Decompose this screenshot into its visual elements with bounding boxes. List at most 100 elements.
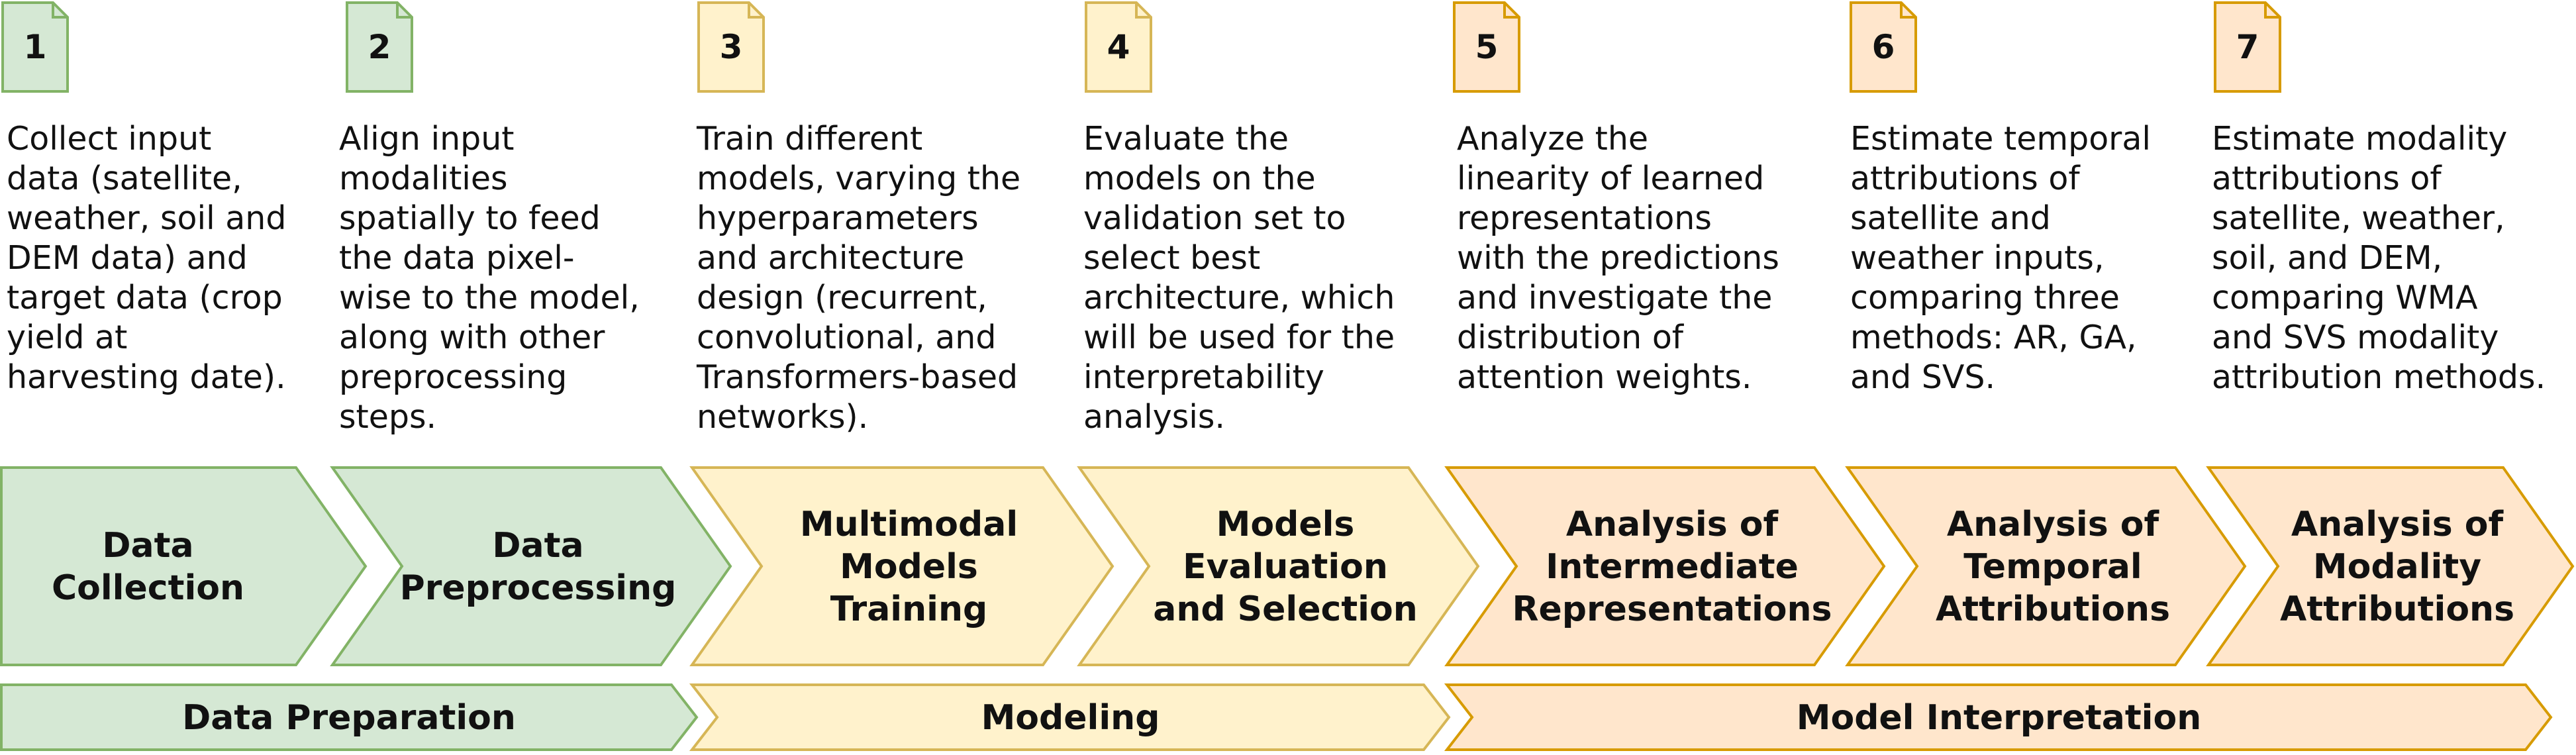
description-line: attribution methods. (2212, 358, 2546, 396)
description-line: Train different (697, 120, 923, 158)
chevron-title-line: Attributions (2280, 589, 2514, 629)
chevron-title-line: Multimodal (800, 505, 1018, 544)
chevron-title-line: Temporal (1963, 547, 2142, 587)
description-line: networks). (697, 398, 869, 436)
description-line: Align input (339, 120, 515, 158)
chevron-title-line: and Selection (1153, 589, 1418, 629)
description-line: representations (1457, 199, 1712, 237)
description-line: the data pixel- (339, 239, 575, 277)
description-line: models, varying the (697, 160, 1021, 197)
chevron-title-line: Attributions (1936, 589, 2170, 629)
step-tag-shape (2214, 1, 2281, 93)
step-tag-3: 3 (697, 1, 765, 93)
step-number: 2 (368, 28, 391, 66)
description-line: analysis. (1083, 398, 1225, 436)
description-line: and SVS. (1850, 358, 1996, 396)
description-line: Evaluate the (1083, 120, 1289, 158)
description-line: target data (crop (7, 279, 283, 317)
phase-band-interpretation: Model Interpretation (1444, 683, 2553, 751)
description-line: and architecture (697, 239, 965, 277)
description-line: data (satellite, (7, 160, 242, 197)
chevron-title-line: Intermediate (1546, 547, 1799, 587)
chevron-title-line: Models (840, 547, 978, 587)
description-line: attributions of (2212, 160, 2442, 197)
phase-band-shape (1444, 683, 2553, 751)
chevron-title-line: Collection (52, 568, 244, 608)
description-line: DEM data) and (7, 239, 248, 277)
chevron-title-line: Preprocessing (400, 568, 677, 608)
chevron-title-line: Analysis of (1947, 505, 2160, 544)
phase-band-shape (0, 683, 699, 751)
chevron-title-line: Training (830, 589, 987, 629)
step-tag-1: 1 (1, 1, 69, 93)
chevron-title-line: Modality (2313, 547, 2481, 587)
description-line: weather inputs, (1850, 239, 2105, 277)
description-line: yield at (7, 319, 128, 356)
step-tag-fold (1503, 3, 1519, 19)
step-tag-shape (346, 1, 413, 93)
step-tag-shape (1850, 1, 1917, 93)
description-line: select best (1083, 239, 1261, 277)
step-tag-5: 5 (1453, 1, 1520, 93)
step-tag-6: 6 (1850, 1, 1917, 93)
chevron-shape (330, 466, 732, 666)
description-line: preprocessing (339, 358, 568, 396)
phase-band-modeling: Modeling (689, 683, 1451, 751)
description-line: satellite, weather, (2212, 199, 2505, 237)
description-line: attributions of (1850, 160, 2080, 197)
chevron-shape (1077, 466, 1480, 666)
chevron-shape (0, 466, 368, 666)
description-line: steps. (339, 398, 437, 436)
description-line: Transformers-based (697, 358, 1018, 396)
step-tag-fold (1900, 3, 1916, 19)
description-line: hyperparameters (697, 199, 979, 237)
description-line: weather, soil and (7, 199, 287, 237)
phase-label: Model Interpretation (1797, 698, 2202, 738)
phase-band-shape (689, 683, 1451, 751)
step-tag-fold (396, 3, 412, 19)
chevron-title-line: Analysis of (1566, 505, 1779, 544)
chevron-shape (689, 466, 1115, 666)
description-line: wise to the model, (339, 279, 640, 317)
description-line: comparing WMA (2212, 279, 2478, 317)
step-number: 6 (1872, 28, 1895, 66)
chevron-title-line: Representations (1512, 589, 1832, 629)
step-number: 7 (2236, 28, 2259, 66)
description-line: with the predictions (1457, 239, 1779, 277)
description-line: and investigate the (1457, 279, 1773, 317)
description-line: harvesting date). (7, 358, 286, 396)
chevron-title-line: Analysis of (2291, 505, 2504, 544)
step-tag-fold (1135, 3, 1151, 19)
description-line: models on the (1083, 160, 1316, 197)
chevron-title-line: Models (1216, 505, 1355, 544)
description-line: soil, and DEM, (2212, 239, 2443, 277)
phase-band-preparation: Data Preparation (0, 683, 699, 751)
description-line: convolutional, and (697, 319, 997, 356)
step-number: 1 (24, 28, 47, 66)
description-line: satellite and (1850, 199, 2051, 237)
description-line: Analyze the (1457, 120, 1649, 158)
step-tag-7: 7 (2214, 1, 2281, 93)
chevron-shape (2206, 466, 2575, 666)
description-line: Collect input (7, 120, 212, 158)
description-line: Estimate modality (2212, 120, 2508, 158)
description-line: comparing three (1850, 279, 2120, 317)
step-tag-shape (697, 1, 765, 93)
step-number: 5 (1475, 28, 1499, 66)
description-line: architecture, which (1083, 279, 1395, 317)
chevron-title-line: Data (102, 526, 193, 566)
chevron-title-line: Evaluation (1183, 547, 1388, 587)
description-line: attention weights. (1457, 358, 1752, 396)
description-line: methods: AR, GA, (1850, 319, 2137, 356)
description-line: linearity of learned (1457, 160, 1765, 197)
